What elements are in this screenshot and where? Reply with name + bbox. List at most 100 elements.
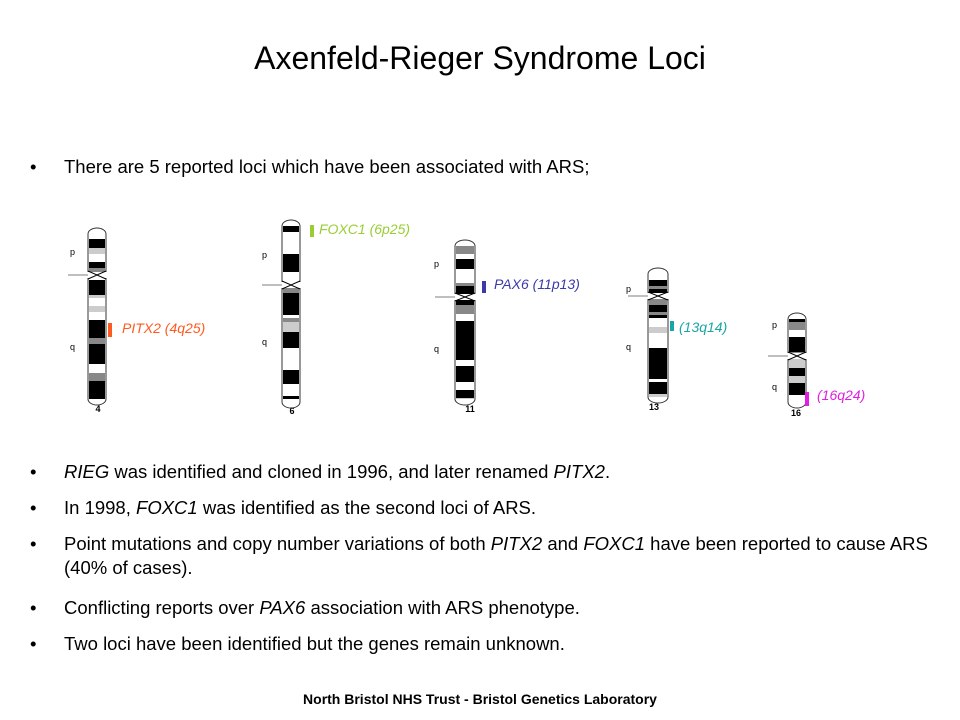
chromosome-band [283,241,299,248]
chromosome-band [89,320,105,323]
chromosome-band [89,364,105,373]
locus-label-foxc1: FOXC1 (6p25) [319,221,411,237]
chromosome-band [649,327,667,333]
arm-label-q: q [626,342,631,352]
chromosome-band [89,323,105,330]
text-segment: . [604,461,611,482]
chromosome-band [649,280,667,286]
gene-name: FOXC1 [136,497,198,518]
chromosome-band [456,318,474,321]
bullet-dot: • [30,633,37,654]
chromosome-band [89,353,105,357]
chromosome-band [283,318,299,322]
bullet-dot: • [30,597,37,618]
chromosome-band [456,363,474,366]
chromosome-band [283,391,299,396]
bullet-dot: • [30,497,37,518]
chromosome-band [89,396,105,399]
chromosome-band [283,232,299,235]
text-segment: Point mutations and copy number variatio… [64,533,491,554]
chromosome-band [789,322,805,330]
chromosome-band [649,312,667,315]
footer-credit: North Bristol NHS Trust - Bristol Geneti… [303,691,657,707]
chromosome-band [283,254,299,257]
chromosome-band [89,268,105,273]
chromosome-band [649,356,667,362]
chromosome-band [283,365,299,370]
chromosome-band [649,370,667,374]
bullet-text: Conflicting reports over PAX6 associatio… [64,596,930,620]
chromosome-band [456,269,474,277]
chromosome-number: 13 [649,402,659,412]
chromosome-band [649,286,667,289]
chromosome-band [456,337,474,346]
chromosome-band [649,362,667,370]
arm-label-q: q [262,337,267,347]
chromosome-band [283,278,299,281]
chromosome-band [649,318,667,327]
chromosome-band [283,399,299,402]
chromosome-band [456,360,474,363]
chromosome-band [456,328,474,337]
chromosome-band [789,359,805,368]
bullet-text: In 1998, FOXC1 was identified as the sec… [64,496,930,520]
centromere [454,292,476,302]
chromosome-band [283,248,299,254]
chromosome-band [456,266,474,269]
chromosome-band [283,229,299,232]
chromosome-band [456,259,474,266]
chromosome-band [456,246,474,254]
chromosome-band [456,254,474,259]
chromosome-band [89,254,105,262]
arm-label-p: p [434,259,439,269]
chromosome-band [649,297,667,305]
text-segment: was identified and cloned in 1996, and l… [109,461,554,482]
chromosome-band [283,332,299,340]
chromosome-band [89,357,105,364]
arm-label-p: p [772,320,777,330]
arm-label-q: q [70,342,75,352]
chromosome-band [456,398,474,399]
chromosome-number: 4 [95,404,100,414]
chromosome-band [649,394,667,397]
locus-label-pitx2: PITX2 (4q25) [122,320,206,336]
bullet-3: • Point mutations and copy number variat… [30,532,930,580]
chromosome-band [283,272,299,275]
chromosome-band [649,342,667,348]
text-segment: and [542,533,584,554]
locus-marker [482,281,486,293]
centromere [87,270,107,280]
chromosome-band [89,262,105,268]
gene-name: PITX2 [490,533,543,554]
chromosome-band [89,280,105,289]
chromosome-number: 16 [791,408,801,418]
chromosome-band [456,354,474,360]
chromosome-band [283,302,299,310]
chromosome-band [789,319,805,322]
chromosome-band [789,395,805,402]
text-segment: Conflicting reports over [64,597,260,618]
gene-name: FOXC1 [583,533,646,554]
text-segment: Two loci have been identified but the ge… [64,633,565,654]
locus-label-16q24: (16q24) [817,387,866,403]
chromosome-band [456,283,474,286]
gene-name: RIEG [64,461,110,482]
chromosome-band [89,312,105,320]
chromosome-band [789,330,805,337]
chromosome-band [283,265,299,272]
chromosome-band [456,297,474,305]
locus-marker [108,323,112,337]
chromosome-band [89,306,105,312]
chromosome-band [89,239,105,248]
chromosome-band [283,348,299,356]
chromosome-band [89,298,105,306]
centromere [647,291,669,301]
chromosome-band [789,368,805,376]
chromosome-band [283,370,299,376]
chromosome-band [789,343,805,352]
centromere [787,351,807,361]
bullet-text: RIEG was identified and cloned in 1996, … [64,460,930,484]
text-segment: association with ARS phenotype. [305,597,580,618]
bullet-text: Two loci have been identified but the ge… [64,632,930,656]
